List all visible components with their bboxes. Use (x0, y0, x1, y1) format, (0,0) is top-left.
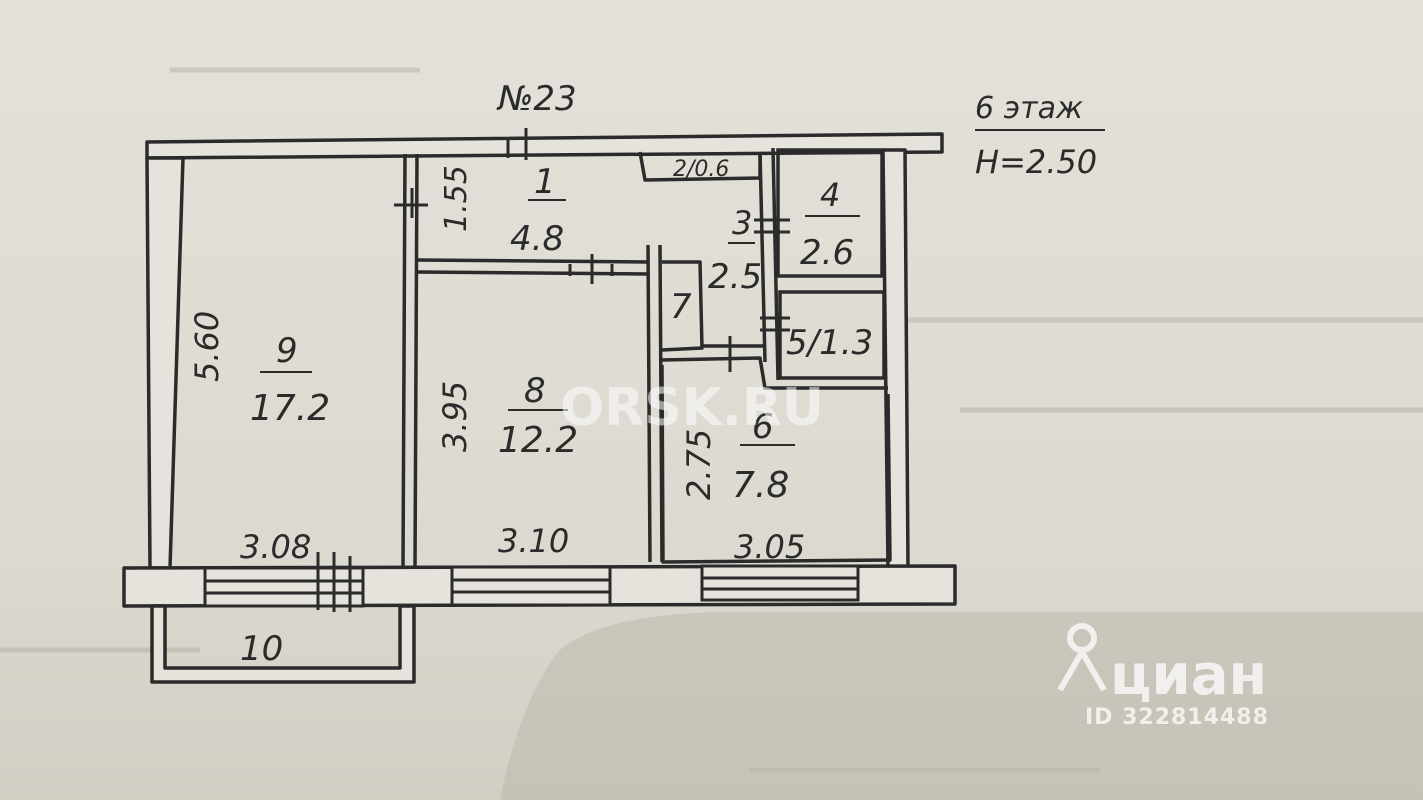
room-3-area: 2.5 (708, 257, 762, 297)
wall-3-4b (771, 147, 780, 381)
room-9-width: 3.08 (240, 528, 311, 566)
room-9-number: 9 (276, 331, 298, 371)
windows (203, 564, 860, 608)
ceiling-height: H=2.50 (975, 143, 1097, 181)
room-4-number: 4 (820, 176, 840, 214)
wall-1-8 (416, 258, 649, 264)
wall-8-6 (646, 244, 652, 563)
floor-label: 6 этаж (975, 91, 1083, 126)
room-6-width: 3.05 (734, 528, 805, 566)
room-3-number: 3 (732, 204, 752, 242)
room-10-label: 10 (240, 629, 283, 669)
room-7-label: 7 (670, 287, 692, 327)
room-9-height: 5.60 (188, 311, 226, 382)
room-1-number: 1 (534, 162, 556, 202)
wall-1-8b (416, 270, 649, 276)
room-2-label: 2/0.6 (673, 157, 729, 182)
wall-above-6 (661, 356, 888, 390)
room-4-box (776, 148, 884, 278)
wall-3-4 (758, 151, 767, 363)
listing-id: ID 322814488 (1085, 705, 1269, 730)
room-8-area: 12.2 (498, 420, 578, 461)
interior-walls (401, 147, 892, 569)
room-6-box (660, 364, 892, 564)
room-4-area: 2.6 (800, 233, 854, 273)
window-room-8 (450, 565, 612, 607)
fraction-bars (260, 199, 860, 446)
cian-brand: циан (1110, 643, 1267, 708)
cian-logo: циан ID 322814488 (1057, 623, 1269, 730)
small-rooms (776, 148, 886, 380)
top-wall (145, 132, 944, 160)
room-5-box (778, 290, 886, 380)
location-pin-icon (1057, 623, 1107, 692)
wall-9-1 (401, 153, 407, 569)
balcony-outline (150, 604, 416, 684)
shadow (500, 612, 1423, 800)
door-marks (316, 128, 790, 612)
apartment-number: №23 (496, 79, 577, 119)
site-watermark: ORSK.RU (560, 378, 824, 438)
room-8-width: 3.10 (498, 522, 569, 560)
room-1-height: 1.55 (439, 165, 474, 232)
window-room-6 (700, 564, 860, 602)
right-wall (881, 148, 910, 570)
room-6-area: 7.8 (732, 465, 789, 506)
room-6-height: 2.75 (680, 429, 718, 500)
room-8-height: 3.95 (436, 381, 474, 452)
room-6-number: 6 (752, 407, 774, 447)
room-5-label: 5/1.3 (786, 323, 873, 363)
room-8-number: 8 (524, 371, 546, 411)
wall-9-1b (413, 153, 419, 569)
room-9-area: 17.2 (250, 388, 330, 429)
room-7-box (661, 260, 704, 352)
window-room-9 (203, 566, 365, 608)
room-1-area: 4.8 (510, 219, 564, 259)
